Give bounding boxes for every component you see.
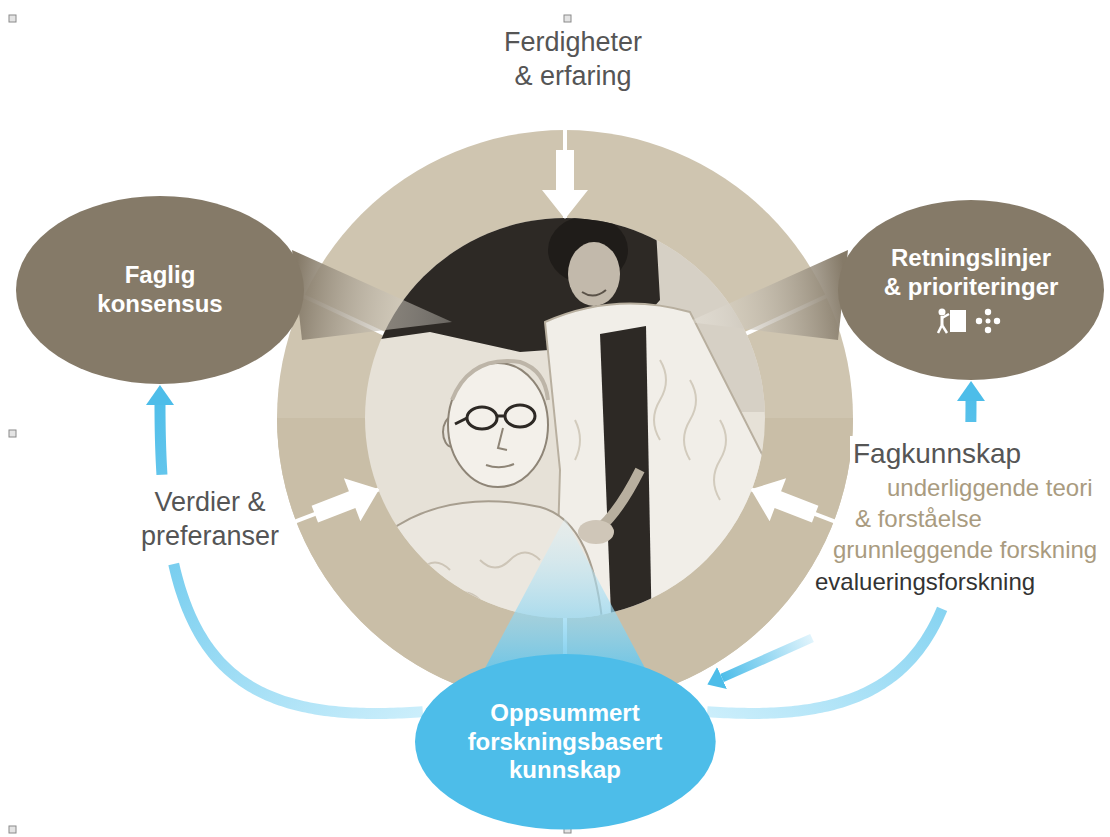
node-title: Oppsummert forskningsbasert kunnskap — [459, 699, 671, 785]
art-path — [654, 360, 666, 440]
label-box: Fagkunnskap — [850, 436, 1024, 471]
art-line — [455, 418, 467, 424]
ellipse-fill — [16, 196, 304, 384]
research-ellipse: Oppsummert forskningsbasert kunnskap — [414, 653, 717, 831]
guideline-cone — [688, 250, 848, 340]
art-path — [582, 290, 606, 296]
input-label: Fagkunnskap — [850, 436, 1024, 471]
ring-dividers — [294, 128, 835, 708]
art-path — [600, 326, 652, 640]
consensus-ellipse: Faglig konsensus — [15, 195, 305, 385]
art-rect — [9, 15, 16, 22]
art-g — [575, 360, 726, 500]
art-path — [486, 464, 514, 467]
art-path — [480, 553, 540, 568]
art-circle — [985, 309, 991, 315]
input-label: Ferdigheter & erfaring — [497, 26, 649, 94]
art-circle — [985, 327, 991, 333]
art-path — [575, 420, 580, 460]
art-rect — [9, 826, 16, 833]
art-line — [497, 415, 505, 418]
art-path — [600, 470, 640, 528]
art-circle — [976, 318, 982, 324]
art-rect — [564, 15, 571, 22]
input-label: Verdier & preferanser — [129, 486, 291, 554]
art-path — [714, 420, 726, 500]
knowledge-sublabel: grunnleggende forskning — [830, 534, 1100, 565]
label-box: evalueringsforskning — [812, 566, 1038, 597]
inward-arrows — [307, 150, 824, 536]
evaluation-arrow — [722, 638, 812, 678]
art-rect — [950, 310, 966, 332]
art-rect — [9, 430, 16, 437]
art-polygon — [307, 468, 388, 536]
node-body: Oppsummert forskningsbasert kunnskap — [459, 699, 671, 785]
guideline-icons — [936, 307, 1006, 335]
label-box: Verdier & preferanser — [129, 486, 291, 554]
node-title: Faglig konsensus — [85, 261, 235, 319]
node-title: Retningslinjer & prioriteringer — [881, 244, 1061, 302]
consensus-cone — [292, 250, 452, 340]
art-g — [390, 553, 540, 608]
label-box: grunnleggende forskning — [830, 534, 1100, 565]
art-ellipse — [467, 407, 497, 429]
knowledge-ring — [277, 130, 853, 706]
knowledge-sublabel: evalueringsforskning — [812, 566, 1038, 597]
node-body: Retningslinjer & prioriteringer — [881, 244, 1061, 336]
guideline-ellipse: Retningslinjer & prioriteringer — [837, 199, 1105, 381]
art-path — [390, 563, 450, 578]
ellipse-fill — [415, 654, 716, 830]
art-path — [498, 428, 507, 450]
art-circle — [994, 318, 1000, 324]
label-box: Ferdigheter & erfaring — [497, 26, 649, 94]
art-ellipse — [505, 405, 535, 427]
art-path — [420, 593, 480, 608]
art-path — [684, 380, 696, 460]
node-body: Faglig konsensus — [85, 261, 235, 319]
label-box: underliggende teori & forståelse — [852, 472, 1096, 534]
art-circle — [939, 308, 946, 315]
art-polygon — [542, 150, 588, 219]
flow-arrow — [160, 405, 423, 714]
ellipse-fill — [838, 200, 1104, 380]
art-polygon — [743, 468, 824, 536]
knowledge-sublabel: underliggende teori & forståelse — [852, 472, 1096, 534]
art-ellipse — [568, 242, 620, 306]
art-ellipse — [578, 520, 614, 544]
art-circle — [986, 318, 991, 323]
art-path — [452, 361, 548, 400]
